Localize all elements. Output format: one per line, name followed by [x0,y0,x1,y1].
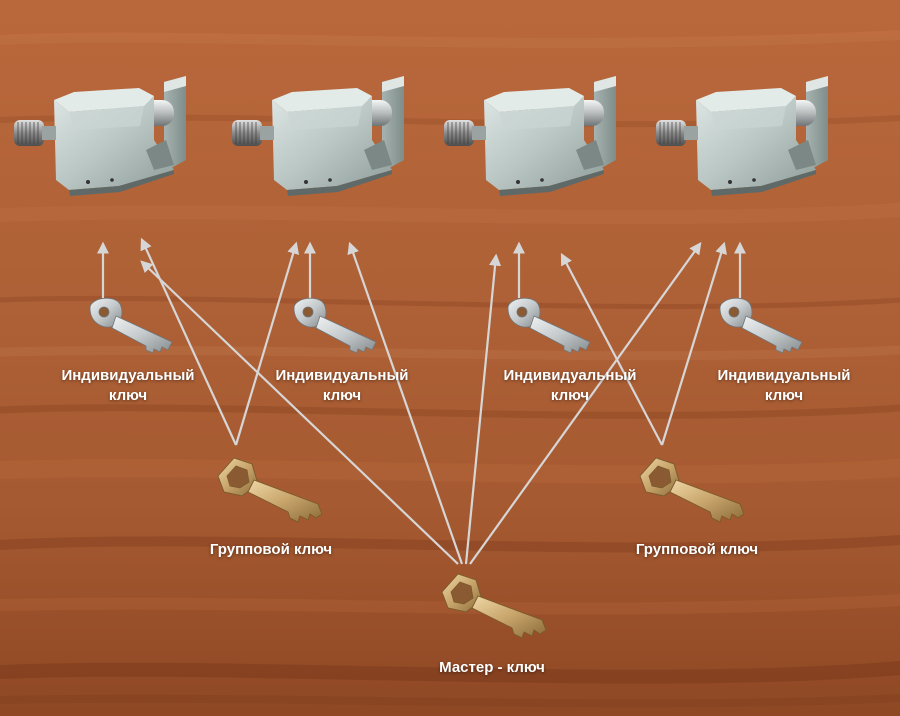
arrow-master-3 [464,253,502,565]
arrow-master-1 [140,260,459,565]
arrow-group-right-2 [660,241,727,446]
individual-key-label-1: Индивидуальный ключ [48,366,208,406]
access-arrows [96,237,747,565]
group-key-label-right: Групповой ключ [612,540,782,560]
master-key-label-text: Мастер - ключ [439,659,545,676]
individual-key-label-2: Индивидуальный ключ [262,366,422,406]
arrow-group-left-1 [140,237,237,446]
individual-key-label-3: Индивидуальный ключ [490,366,650,406]
wood-grain [0,30,900,708]
arrow-master-2 [347,241,464,565]
arrow-master-4 [469,242,702,565]
individual-key-label-4-line1: Индивидуальный [717,367,851,384]
individual-key-label-2-line2: ключ [322,387,362,404]
individual-key-label-4: Индивидуальный ключ [704,366,864,406]
individual-key-label-4-line2: ключ [764,387,804,404]
arrow-group-right-1 [560,252,663,446]
individual-key-label-1-line1: Индивидуальный [61,367,195,384]
arrow-group-left-2 [234,241,300,446]
individual-key-label-3-line2: ключ [550,387,590,404]
individual-key-label-3-line1: Индивидуальный [503,367,637,384]
group-key-label-left-text: Групповой ключ [209,541,333,558]
group-key-label-left: Групповой ключ [186,540,356,560]
individual-key-label-1-line2: ключ [108,387,148,404]
group-key-label-right-text: Групповой ключ [635,541,759,558]
individual-key-label-2-line1: Индивидуальный [275,367,409,384]
master-key-label: Мастер - ключ [412,658,572,678]
